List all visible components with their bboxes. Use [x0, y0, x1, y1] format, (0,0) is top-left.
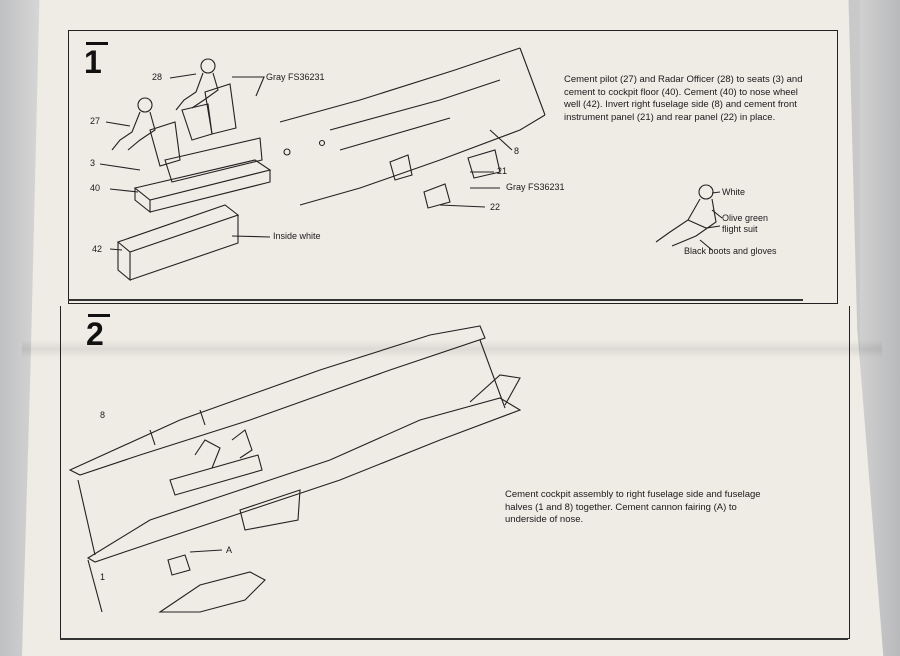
callout-1: 1 — [100, 572, 106, 582]
fuselage-side-drawing — [279, 47, 546, 206]
callout-8: 8 — [514, 146, 520, 156]
bottom-rule — [60, 638, 848, 640]
instrument-panel-drawing — [389, 149, 501, 209]
callout-3: 3 — [90, 158, 96, 168]
cockpit-floor-drawing — [133, 83, 272, 214]
callout-white: White — [722, 187, 746, 197]
callout-27: 27 — [90, 116, 101, 126]
step1-number: 1 — [84, 42, 108, 80]
fuselage-upper-half-drawing — [68, 325, 486, 476]
nose-and-fairing-drawing — [158, 554, 266, 613]
step2-instruction: Cement cockpit assembly to right fuselag… — [505, 489, 761, 525]
cockpit-assembly-drawing — [169, 429, 263, 496]
callout-inside-white: Inside white — [273, 231, 321, 241]
callout-olive-green: Olive green — [722, 213, 769, 223]
crew-figure-drawing — [655, 184, 721, 247]
instruction-sheet — [22, 0, 884, 656]
callout-8-step2: 8 — [100, 410, 106, 420]
callout-28: 28 — [152, 72, 163, 82]
step1-instruction: Cement pilot (27) and Radar Officer (28)… — [564, 74, 803, 123]
callout-gray-panels: Gray FS36231 — [506, 182, 565, 192]
callout-21: 21 — [497, 166, 508, 176]
step-divider — [68, 299, 803, 301]
pilot-figures — [111, 58, 219, 151]
callout-gray-seats: Gray FS36231 — [266, 72, 325, 82]
callout-boots-gloves: Black boots and gloves — [684, 246, 777, 256]
step2-number: 2 — [86, 314, 110, 352]
callout-42: 42 — [92, 244, 103, 254]
callout-40: 40 — [90, 183, 101, 193]
callout-22: 22 — [490, 202, 501, 212]
fuselage-lower-half-drawing — [86, 374, 522, 563]
callout-flight-suit: flight suit — [722, 224, 758, 234]
callout-A: A — [226, 545, 233, 555]
nose-wheel-well-drawing — [116, 204, 240, 282]
step1-frame — [68, 30, 838, 304]
